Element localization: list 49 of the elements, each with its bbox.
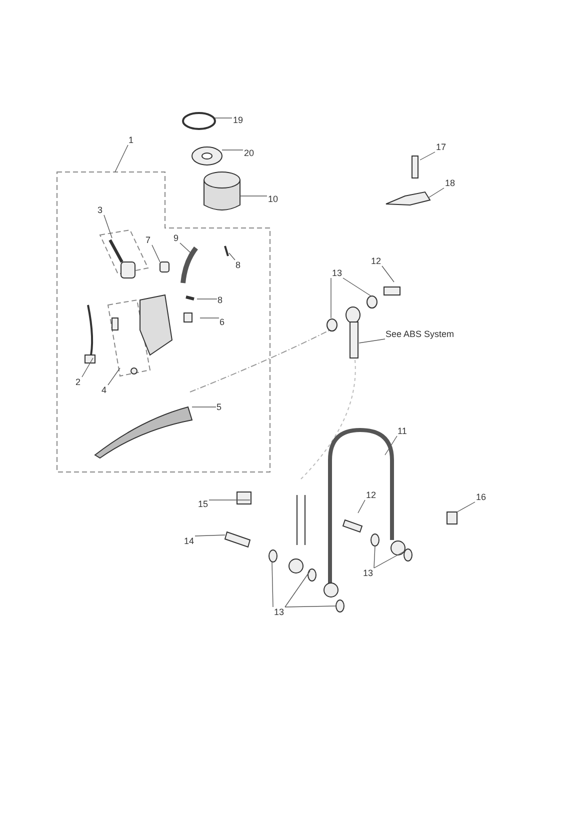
callout-number: 17 — [435, 142, 448, 152]
leader-line — [152, 244, 160, 262]
reference-note: See ABS System — [384, 329, 456, 339]
leader-line — [342, 278, 372, 296]
callout-number: 11 — [396, 426, 408, 436]
callout-number: 6 — [218, 317, 226, 327]
leader-line — [382, 266, 394, 282]
callout-number: 15 — [197, 499, 210, 509]
leader-line — [104, 214, 112, 238]
leader-line — [374, 550, 406, 568]
leader-line — [358, 500, 366, 514]
callout-number: 18 — [444, 178, 456, 188]
callout-number: 19 — [232, 115, 244, 125]
callout-number: 8 — [216, 295, 224, 305]
leader-line — [272, 562, 274, 608]
leader-line — [456, 502, 476, 512]
leader-line — [82, 358, 94, 378]
callout-number: 5 — [216, 402, 223, 412]
leader-line — [428, 188, 444, 198]
callout-number: 1 — [128, 135, 135, 145]
callout-number: 20 — [243, 148, 256, 158]
leader-line — [330, 278, 332, 318]
leader-line — [420, 152, 436, 160]
leader-line — [374, 546, 376, 568]
callout-number: 12 — [370, 256, 382, 266]
leader-line — [192, 406, 216, 408]
callout-number: 3 — [96, 205, 104, 215]
leader-line — [228, 252, 236, 260]
leader-line — [284, 606, 336, 608]
leader-line — [108, 368, 120, 386]
callout-number: 8 — [234, 260, 242, 270]
leader-line — [180, 242, 194, 256]
callout-number: 13 — [273, 607, 286, 617]
leader-line — [194, 534, 226, 536]
callout-number: 10 — [267, 194, 280, 204]
callout-number: 13 — [362, 568, 374, 578]
callout-number: 13 — [331, 268, 344, 278]
callout-number: 9 — [172, 233, 180, 243]
leader-line — [284, 570, 310, 608]
callout-number: 2 — [74, 377, 82, 387]
callout-number: 14 — [183, 536, 196, 546]
leader-line — [358, 338, 386, 344]
callout-number: 7 — [144, 235, 152, 245]
callout-number: 4 — [100, 385, 108, 395]
leader-line — [384, 436, 398, 456]
callout-number: 12 — [365, 490, 378, 500]
callout-number: 16 — [475, 492, 488, 502]
leader-line — [114, 144, 128, 172]
leader-line — [196, 298, 218, 300]
